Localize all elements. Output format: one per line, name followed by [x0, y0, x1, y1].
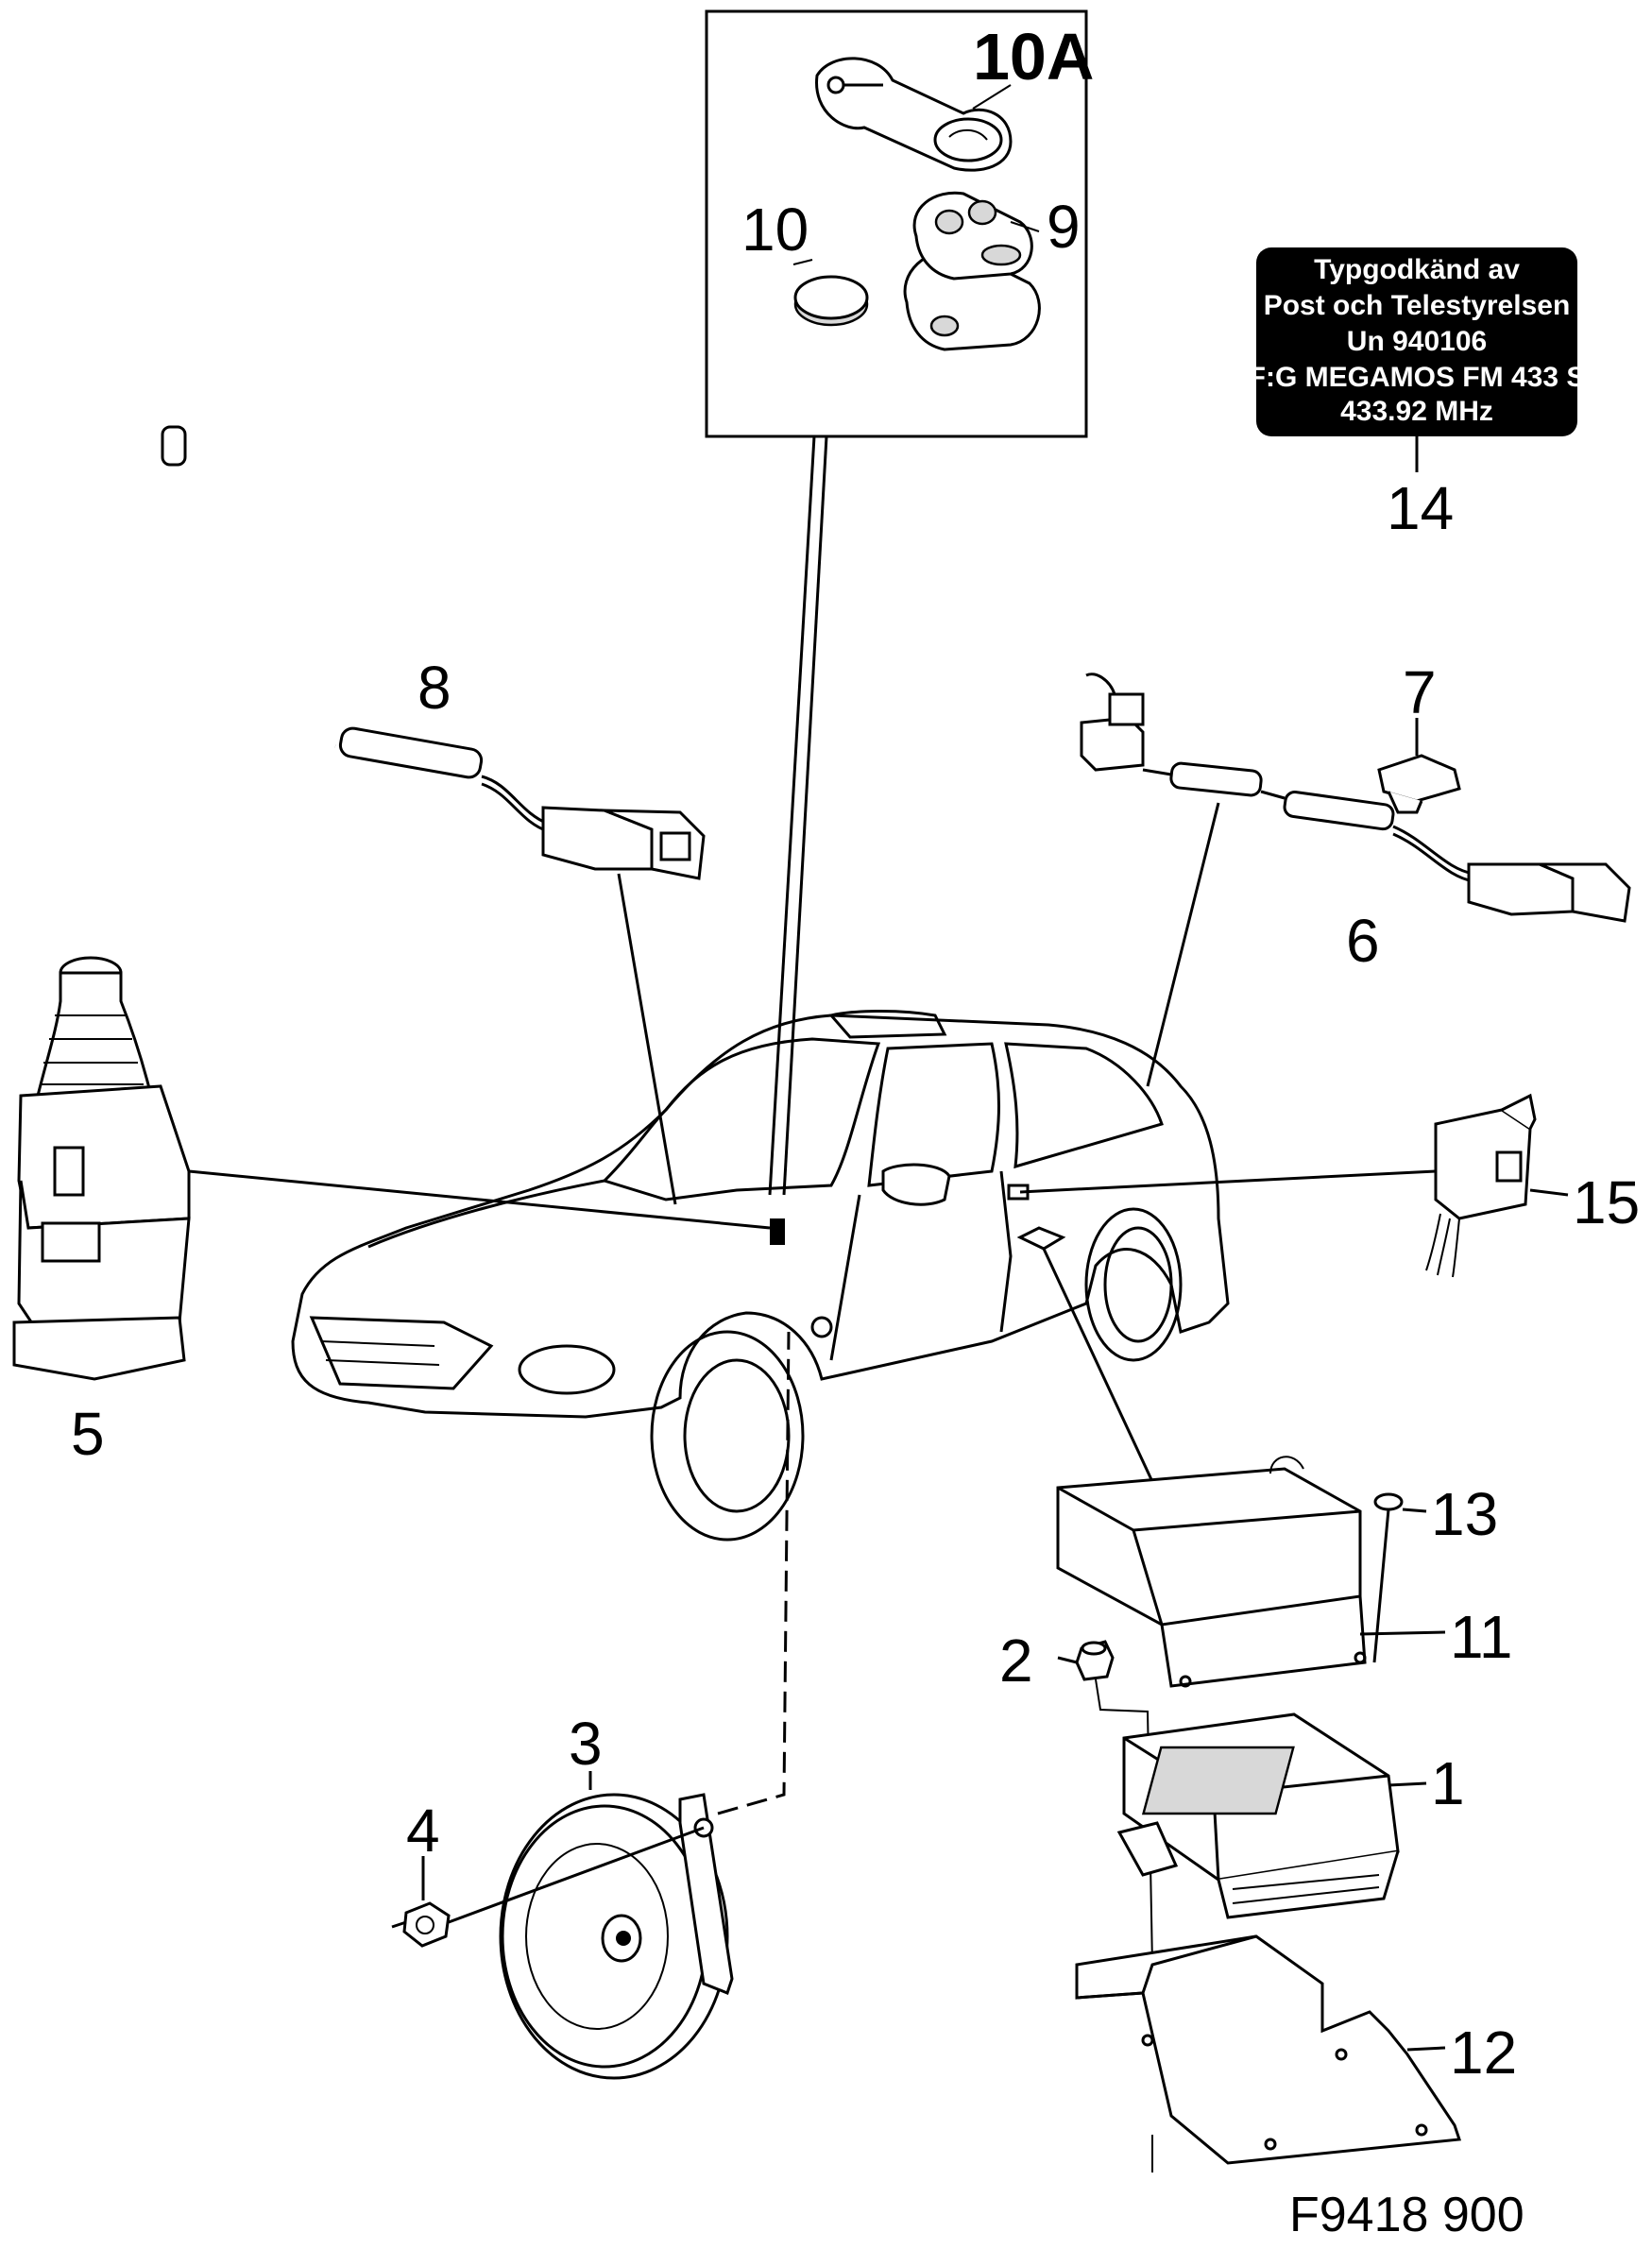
screw-13 — [1372, 1492, 1427, 1663]
transponder-tag-10 — [793, 275, 869, 327]
callout-11: 11 — [1450, 1603, 1512, 1671]
clip-7 — [1377, 718, 1461, 814]
door-sensor-15 — [1019, 1093, 1569, 1278]
callout-2: 2 — [999, 1627, 1033, 1695]
callout-5: 5 — [71, 1400, 105, 1468]
car-outline — [291, 1009, 1230, 1542]
callout-3: 3 — [569, 1710, 603, 1778]
callout-8: 8 — [417, 654, 451, 722]
callout-6: 6 — [1346, 907, 1380, 975]
plate-line-4: F:G MEGAMOS FM 433 S — [1249, 362, 1586, 393]
plate-line-5: 433.92 MHz — [1340, 396, 1493, 427]
hood-switch-5 — [12, 956, 771, 1381]
callout-15: 15 — [1573, 1168, 1640, 1236]
callout-13: 13 — [1431, 1480, 1498, 1548]
callout-14: 14 — [1387, 474, 1454, 542]
remote-fob-9 — [903, 191, 1041, 351]
alarm-control-module-1 — [1116, 1712, 1427, 1919]
approval-plate-14: Typgodkänd av Post och Telestyrelsen Un … — [1249, 247, 1586, 472]
callout-10: 10 — [741, 196, 809, 264]
figure-code: F9418 900 — [1289, 2188, 1524, 2242]
callout-7: 7 — [1403, 658, 1437, 726]
key-tag-10a — [815, 57, 1013, 172]
callout-4: 4 — [406, 1797, 440, 1865]
control-unit-cover-11 — [1056, 1456, 1446, 1688]
horn-3 — [499, 1331, 791, 2080]
inset-box — [705, 9, 1088, 438]
antenna-cable-6 — [1080, 673, 1631, 1087]
callout-12: 12 — [1450, 2019, 1517, 2087]
bracket-12 — [1075, 1934, 1462, 2172]
callout-1: 1 — [1431, 1749, 1465, 1817]
plate-line-1: Typgodkänd av — [1314, 254, 1520, 285]
nut-4 — [391, 1826, 705, 1948]
callout-9: 9 — [1047, 193, 1081, 261]
callout-10a: 10A — [973, 20, 1094, 94]
antenna-cable-8 — [161, 425, 706, 1205]
plate-line-3: Un 940106 — [1347, 326, 1487, 357]
plate-line-2: Post och Telestyrelsen — [1264, 290, 1571, 321]
